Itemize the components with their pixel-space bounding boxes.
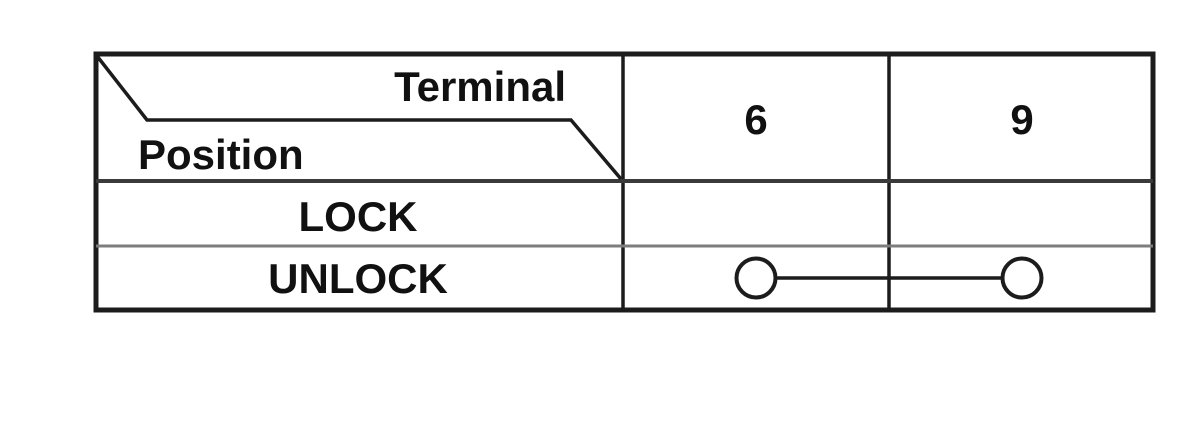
unlock-continuity-connector — [734, 256, 1044, 300]
row-label-lock: LOCK — [299, 193, 418, 240]
header-diagonal-split — [95, 54, 623, 181]
header-position-label: Position — [138, 131, 304, 178]
terminal-9-contact-circle-icon — [1000, 256, 1044, 300]
terminal-9-header: 9 — [1010, 96, 1033, 143]
terminal-6-contact-circle-icon — [734, 256, 778, 300]
row-label-unlock: UNLOCK — [268, 255, 448, 302]
terminal-6-header: 6 — [744, 96, 767, 143]
header-terminal-label: Terminal — [394, 63, 566, 110]
